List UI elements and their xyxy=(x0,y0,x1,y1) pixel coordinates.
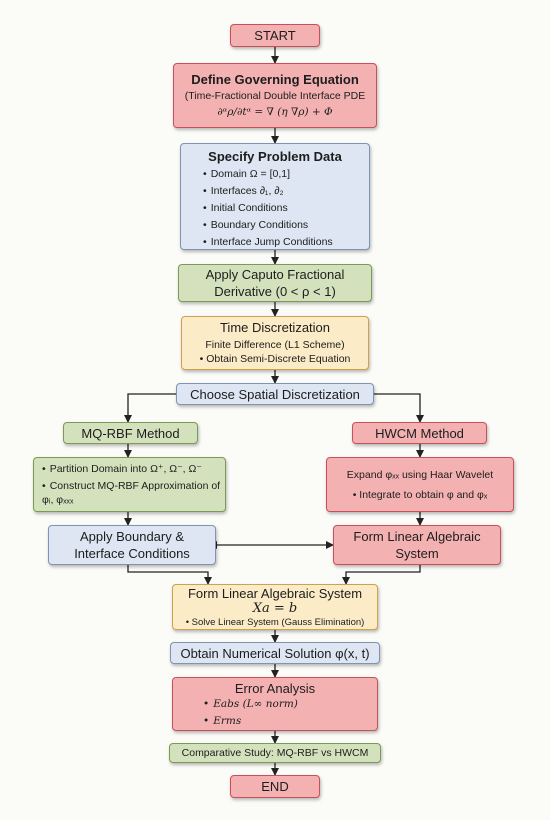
mq-item: Partition Domain into Ω⁺, Ω⁻, Ω⁻ xyxy=(42,462,225,476)
arrow-spatial-mq xyxy=(124,393,176,423)
problem-data-node: Specify Problem Data Domain Ω = [0,1] In… xyxy=(180,143,370,250)
apply-conditions-node: Apply Boundary & Interface Conditions xyxy=(48,525,216,565)
mq-items: Partition Domain into Ω⁺, Ω⁻, Ω⁻ Constru… xyxy=(34,462,225,507)
mq-partition-node: Partition Domain into Ω⁺, Ω⁻, Ω⁻ Constru… xyxy=(33,457,226,512)
hwcm-expand-node: Expand φₓₓ using Haar Wavelet • Integrat… xyxy=(326,457,514,512)
time-title: Time Discretization xyxy=(219,320,331,335)
end-node: END xyxy=(230,775,320,798)
problem-title: Specify Problem Data xyxy=(208,149,342,164)
governing-subtitle: (Time-Fractional Double Interface PDE xyxy=(184,90,366,102)
error-item: Eabs (L∞ norm) xyxy=(203,696,377,713)
linear-system-node: Form Linear Algebraic System Xa = b • So… xyxy=(172,584,378,630)
time-line1: Finite Difference (L1 Scheme) xyxy=(205,339,345,351)
comparative-label: Comparative Study: MQ-RBF vs HWCM xyxy=(181,747,369,759)
problem-item: Interface Jump Conditions xyxy=(203,234,369,251)
arrow-form-linear xyxy=(342,565,421,585)
caputo-line1: Apply Caputo Fractional xyxy=(205,267,345,282)
arrow-spatial-hwcm xyxy=(374,393,424,423)
hwcm-line2: • Integrate to obtain φ and φₓ xyxy=(352,488,488,501)
apply-line2: Interface Conditions xyxy=(74,546,190,561)
spatial-discretization-node: Choose Spatial Discretization xyxy=(176,383,374,405)
linear-item: • Solve Linear System (Gauss Elimination… xyxy=(185,616,365,628)
caputo-node: Apply Caputo Fractional Derivative (0 < … xyxy=(178,264,372,302)
governing-equation-node: Define Governing Equation (Time-Fraction… xyxy=(173,63,377,128)
error-title: Error Analysis xyxy=(234,681,316,696)
mq-item: Construct MQ-RBF Approximation of φᵢ, φₓ… xyxy=(42,479,225,507)
mq-title: MQ-RBF Method xyxy=(81,425,180,441)
start-label: START xyxy=(254,28,296,43)
problem-item: Interfaces ∂₁, ∂₂ xyxy=(203,183,369,200)
hwcm-line1: Expand φₓₓ using Haar Wavelet xyxy=(346,468,494,481)
problem-item: Initial Conditions xyxy=(203,200,369,217)
form-line1: Form Linear Algebraic xyxy=(353,529,481,544)
error-items: Eabs (L∞ norm) Erms xyxy=(173,696,377,730)
error-item: Erms xyxy=(203,713,377,730)
hwcm-node: HWCM Method xyxy=(352,422,487,444)
form-line2: System xyxy=(395,546,439,561)
hwcm-title: HWCM Method xyxy=(375,425,464,441)
mq-rbf-node: MQ-RBF Method xyxy=(63,422,198,444)
problem-item: Boundary Conditions xyxy=(203,217,369,234)
form-linear-system-node-right: Form Linear Algebraic System xyxy=(333,525,501,565)
spatial-label: Choose Spatial Discretization xyxy=(190,386,360,402)
governing-equation: ∂ᵅρ/∂tᵅ = ∇ (η ∇ρ) + Φ xyxy=(217,106,333,118)
start-node: START xyxy=(230,24,320,47)
problem-items: Domain Ω = [0,1] Interfaces ∂₁, ∂₂ Initi… xyxy=(181,166,369,251)
time-line2: • Obtain Semi-Discrete Equation xyxy=(199,353,351,365)
comparative-study-node: Comparative Study: MQ-RBF vs HWCM xyxy=(169,743,381,763)
governing-title: Define Governing Equation xyxy=(191,72,359,87)
numerical-solution-node: Obtain Numerical Solution φ(x, t) xyxy=(170,642,380,664)
arrow-apply-linear xyxy=(127,565,212,585)
caputo-line2: Derivative (0 < ρ < 1) xyxy=(214,284,336,299)
linear-equation: Xa = b xyxy=(252,600,298,616)
numerical-label: Obtain Numerical Solution φ(x, t) xyxy=(180,645,370,661)
linear-title: Form Linear Algebraic System xyxy=(187,585,363,601)
apply-line1: Apply Boundary & xyxy=(79,529,185,544)
time-discretization-node: Time Discretization Finite Difference (L… xyxy=(181,316,369,370)
end-label: END xyxy=(261,779,289,794)
error-analysis-node: Error Analysis Eabs (L∞ norm) Erms xyxy=(172,677,378,731)
problem-item: Domain Ω = [0,1] xyxy=(203,166,369,183)
